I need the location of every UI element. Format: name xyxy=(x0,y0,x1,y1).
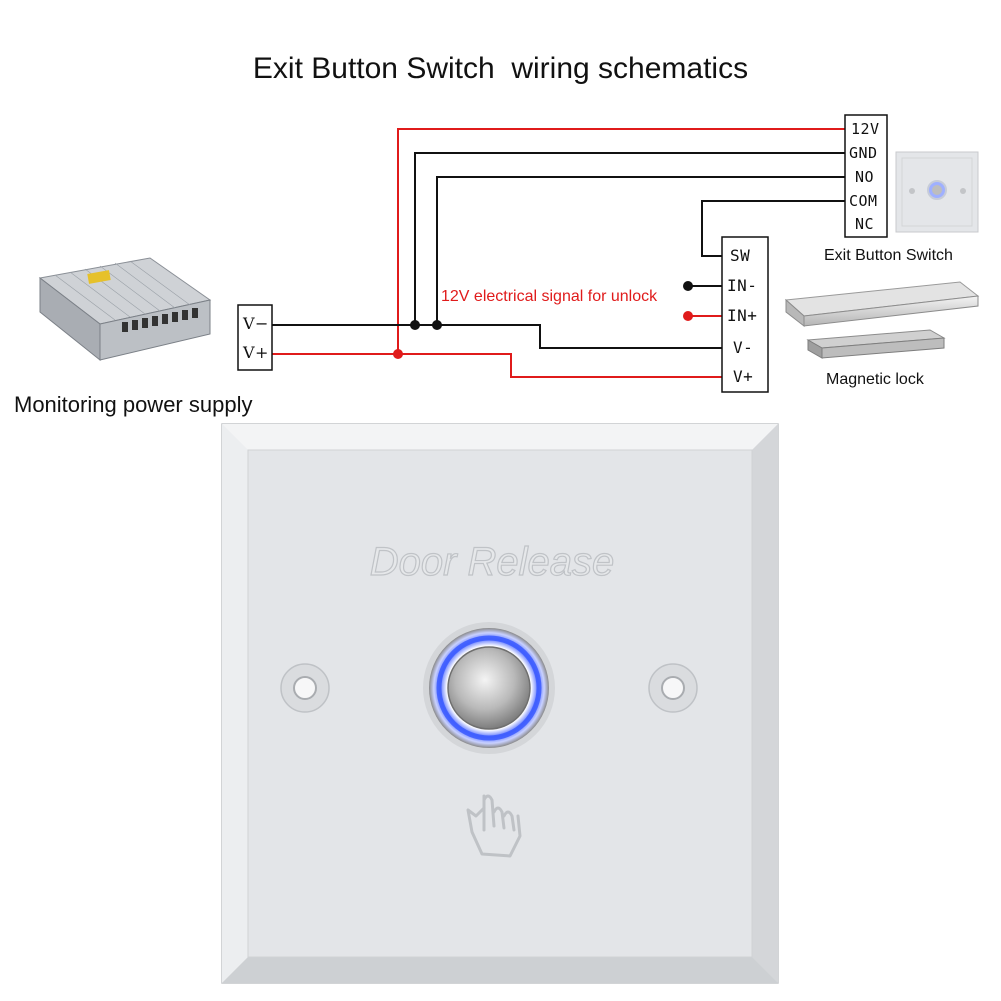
exit-switch-terminal-box xyxy=(844,114,888,238)
diagram-title: Exit Button Switch wiring schematics xyxy=(252,52,749,85)
switch-terminal-no: NO xyxy=(855,168,875,186)
power-supply-image xyxy=(38,257,212,362)
wire-com-sw xyxy=(701,200,845,257)
junction-dot-in-plus xyxy=(683,311,693,321)
switch-terminal-gnd: GND xyxy=(849,144,878,162)
lock-terminal-sw: SW xyxy=(730,246,751,265)
mounting-hole-right xyxy=(648,663,698,713)
wire-v-plus xyxy=(272,353,722,378)
junction-dot-12v xyxy=(393,349,403,359)
magnetic-lock-image xyxy=(784,281,980,359)
psu-terminal-v-minus: V− xyxy=(243,314,269,333)
junction-dot-in-minus xyxy=(683,281,693,291)
unlock-signal-label: 12V electrical signal for unlock xyxy=(441,288,658,305)
lock-terminal-box xyxy=(721,236,769,393)
mounting-hole-left xyxy=(280,663,330,713)
junction-dot-gnd xyxy=(410,320,420,330)
exit-switch-thumbnail xyxy=(895,151,979,233)
lock-terminal-v-minus: V- xyxy=(733,338,754,357)
wire-no-black xyxy=(436,176,845,325)
hand-press-icon xyxy=(466,794,522,858)
door-release-plate xyxy=(221,423,779,984)
wires xyxy=(272,128,845,378)
push-button xyxy=(423,622,555,754)
wire-12v-red xyxy=(397,128,845,354)
switch-terminal-12v: 12V xyxy=(851,120,880,138)
power-supply-caption: Monitoring power supply xyxy=(14,392,253,417)
junction-dot-no xyxy=(432,320,442,330)
psu-terminal-v-plus: V+ xyxy=(243,343,269,362)
magnetic-lock-caption: Magnetic lock xyxy=(826,371,924,388)
switch-terminal-com: COM xyxy=(849,192,878,210)
psu-terminal-box xyxy=(237,304,273,371)
wire-gnd-black xyxy=(414,152,845,325)
exit-switch-caption: Exit Button Switch xyxy=(824,247,953,264)
lock-terminal-v-plus: V+ xyxy=(733,367,754,386)
wire-v-minus xyxy=(272,324,722,349)
switch-terminal-nc: NC xyxy=(855,215,875,233)
lock-terminal-in-minus: IN- xyxy=(727,276,758,295)
lock-terminal-in-plus: IN+ xyxy=(727,306,758,325)
